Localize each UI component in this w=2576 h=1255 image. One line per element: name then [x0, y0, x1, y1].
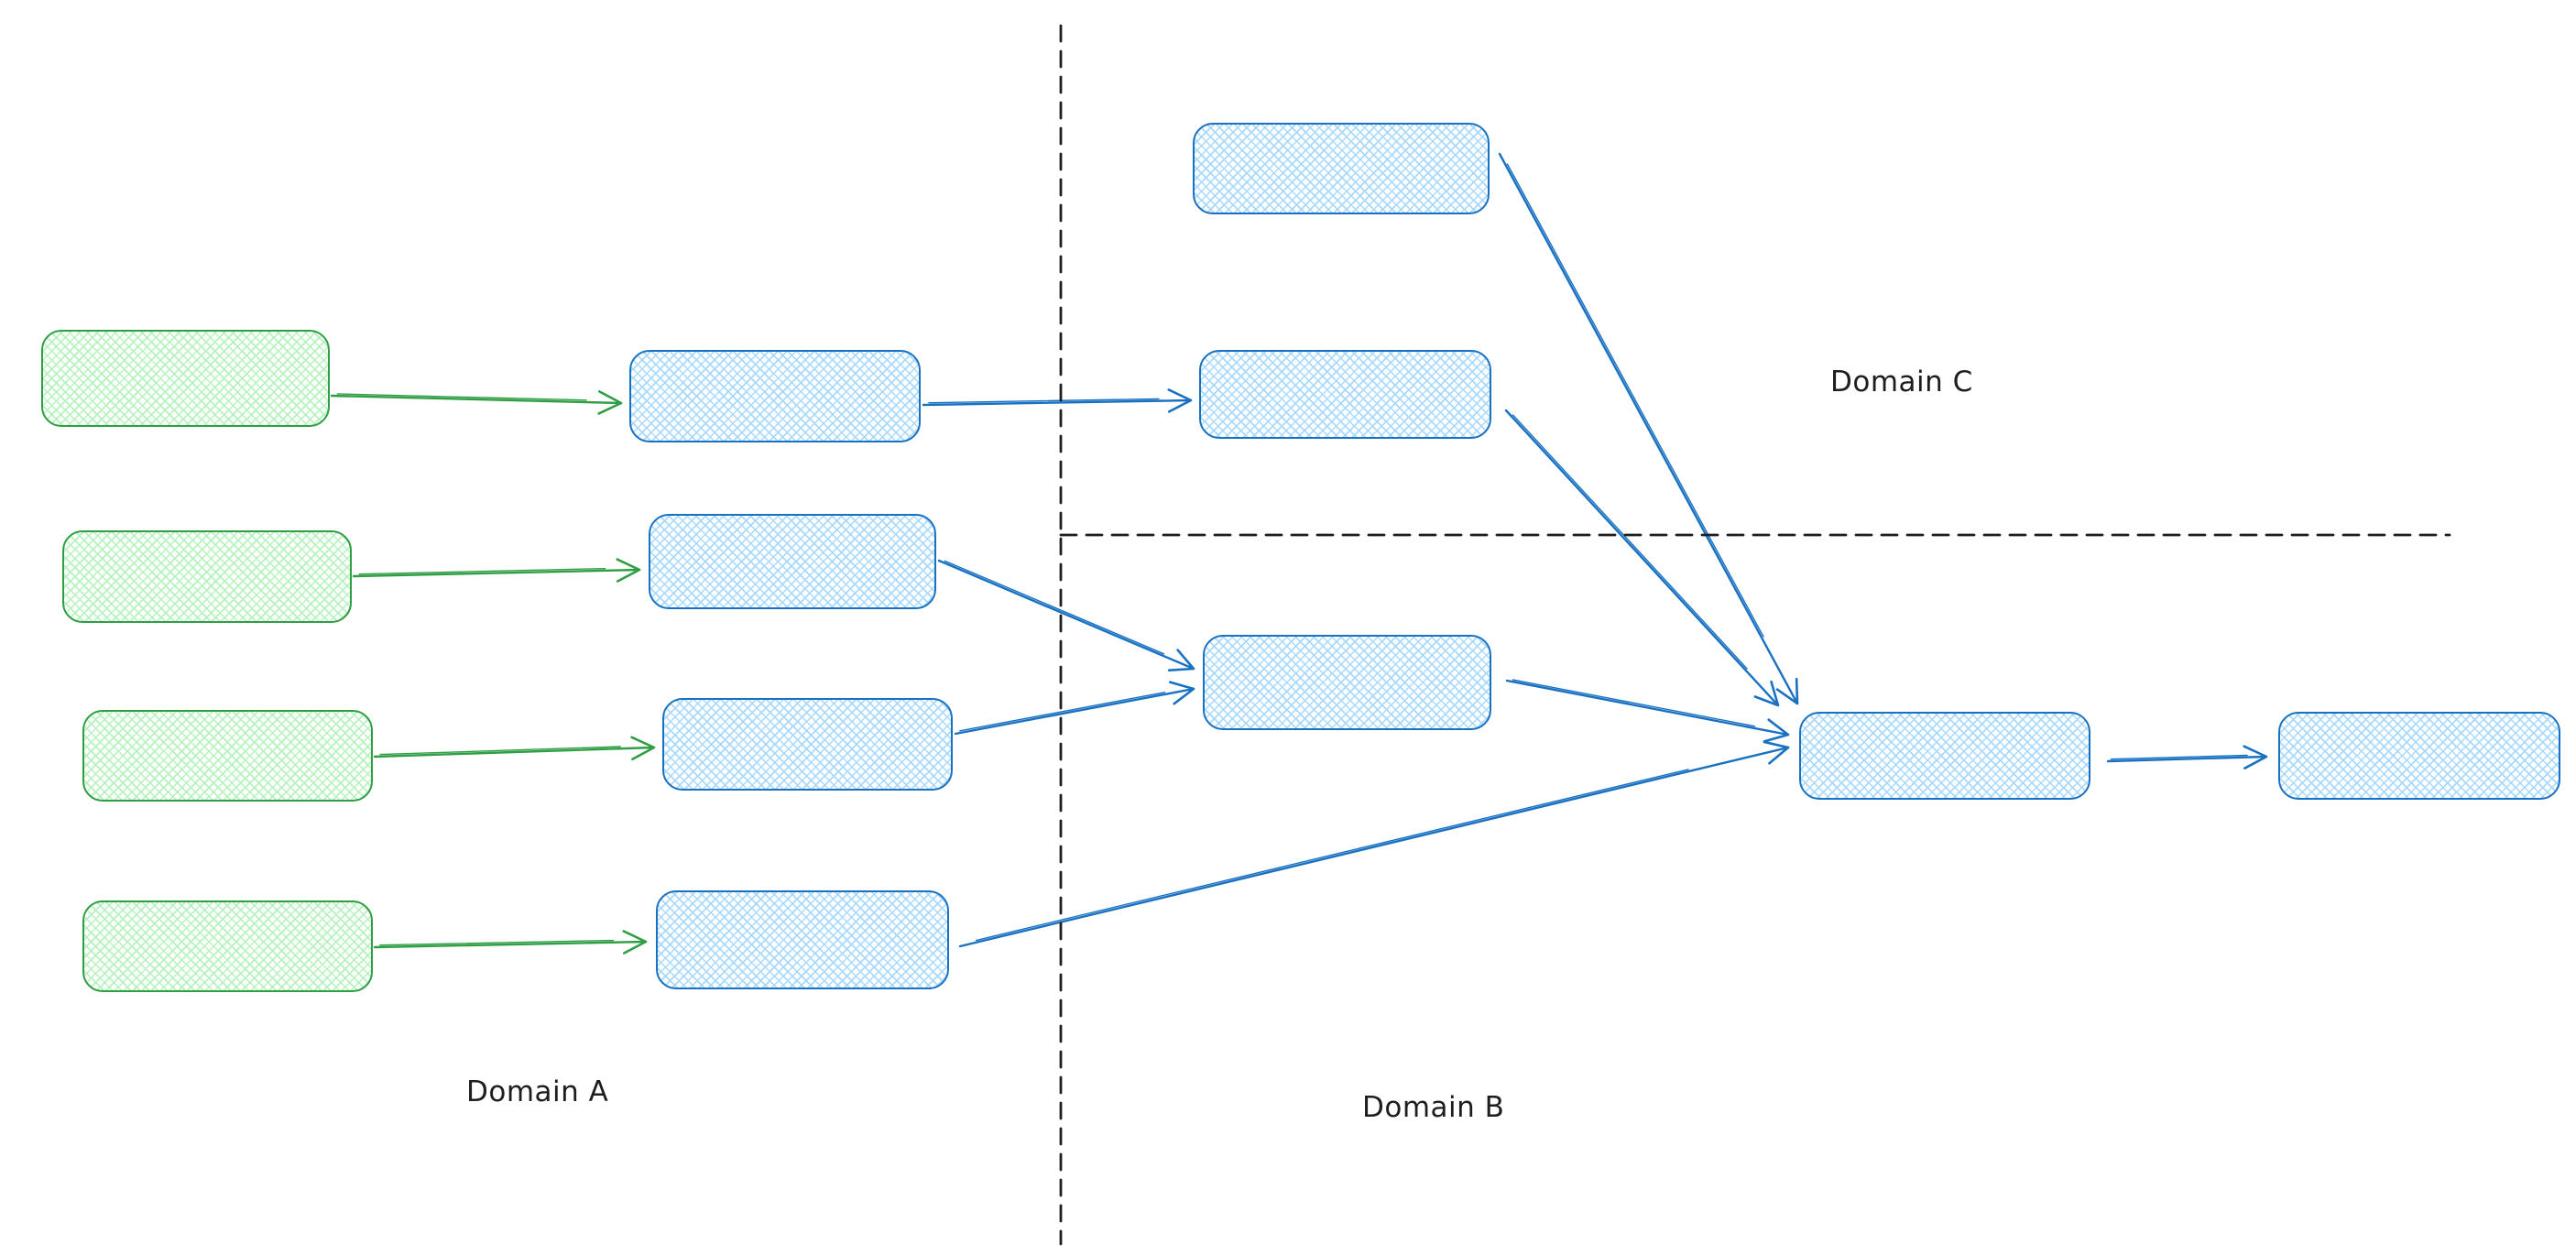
node-b-merge — [1203, 635, 1491, 730]
edge-cbox1-bhub-sketch — [1506, 163, 1764, 638]
node-c-box-2 — [1199, 350, 1491, 439]
domain-a-label: Domain A — [466, 1075, 609, 1108]
node-c-box-1 — [1193, 123, 1490, 214]
edge-aout2-bmerge — [937, 559, 1195, 671]
edge-asrc3-aout3-sketch — [379, 746, 622, 756]
edge-aout4-bhub-sketch — [975, 769, 1689, 942]
node-a-source-2 — [62, 530, 352, 623]
edge-asrc4-aout4 — [373, 930, 648, 955]
node-a-source-3 — [82, 710, 373, 802]
edge-cbox2-bhub-sketch — [1512, 414, 1748, 670]
node-b-end — [2278, 712, 2560, 800]
edge-aout1-cbox2-sketch — [928, 398, 1160, 404]
edge-aout3-bmerge — [954, 681, 1195, 736]
edge-cbox2-bhub — [1504, 409, 1780, 707]
edge-aout2-bmerge-sketch — [944, 560, 1165, 655]
edge-bhub-bend-sketch — [2110, 754, 2248, 760]
edge-bmerge-bhub — [1505, 679, 1790, 743]
edge-asrc1-aout1 — [330, 390, 623, 415]
node-a-source-4 — [82, 900, 373, 992]
edge-aout1-cbox2 — [922, 388, 1193, 413]
domain-b-label: Domain B — [1362, 1091, 1505, 1124]
domain-c-label: Domain C — [1830, 366, 1973, 398]
edge-cbox1-bhub — [1498, 152, 1799, 705]
node-a-source-1 — [41, 330, 330, 427]
edge-aout3-bmerge-sketch — [959, 692, 1166, 732]
node-a-output-4 — [656, 890, 949, 989]
node-a-output-1 — [629, 350, 921, 442]
edge-aout4-bhub — [958, 740, 1790, 948]
edge-asrc1-aout1-sketch — [336, 393, 587, 401]
edge-asrc4-aout4-sketch — [379, 939, 615, 946]
edge-bhub-bend — [2106, 745, 2268, 769]
node-b-hub — [1799, 712, 2090, 800]
edge-asrc2-aout2-sketch — [358, 567, 606, 575]
edge-asrc3-aout3 — [373, 736, 656, 761]
node-a-output-2 — [649, 514, 936, 609]
edge-bmerge-bhub-sketch — [1512, 679, 1756, 727]
node-a-output-3 — [662, 698, 953, 791]
edge-asrc2-aout2 — [352, 558, 641, 583]
